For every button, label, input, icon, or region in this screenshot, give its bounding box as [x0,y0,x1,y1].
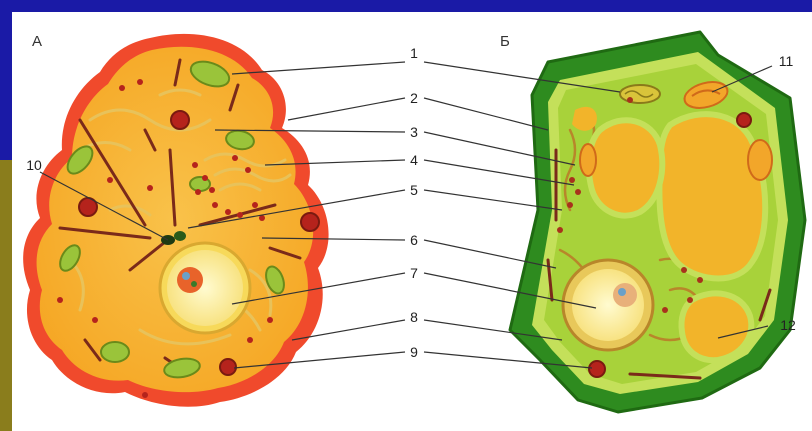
label-1: 1 [410,45,418,61]
mitochondrion-icon [101,342,129,362]
label-5: 5 [410,182,418,198]
animal-nucleus [160,243,250,333]
lysosome-icon [301,213,319,231]
label-8: 8 [410,309,418,325]
label-12: 12 [780,317,796,333]
plant-panel-label: Б [500,33,510,50]
chloroplast-icon [580,144,596,176]
label-2: 2 [410,90,418,106]
label-11: 11 [779,53,794,69]
label-7: 7 [410,265,418,281]
plant-nucleolus-icon [613,283,637,307]
plant-lysosome-icon [737,113,751,127]
chloroplast-icon [748,140,772,180]
plant-nucleus [563,260,653,350]
animal-cell [23,34,328,407]
lysosome-icon [220,359,236,375]
vacuole-2 [589,120,662,215]
label-4: 4 [410,152,418,168]
vacuole-3 [681,293,751,360]
central-vacuole [659,114,765,278]
lysosome-icon [171,111,189,129]
label-3: 3 [410,124,418,140]
nucleoplasm [167,250,243,326]
plant-cell [510,32,805,412]
nucleolus-icon [177,267,203,293]
plant-lysosome-icon [589,361,605,377]
label-6: 6 [410,232,418,248]
label-9: 9 [410,344,418,360]
animal-panel-label: А [32,33,42,50]
label-10: 10 [26,157,42,173]
